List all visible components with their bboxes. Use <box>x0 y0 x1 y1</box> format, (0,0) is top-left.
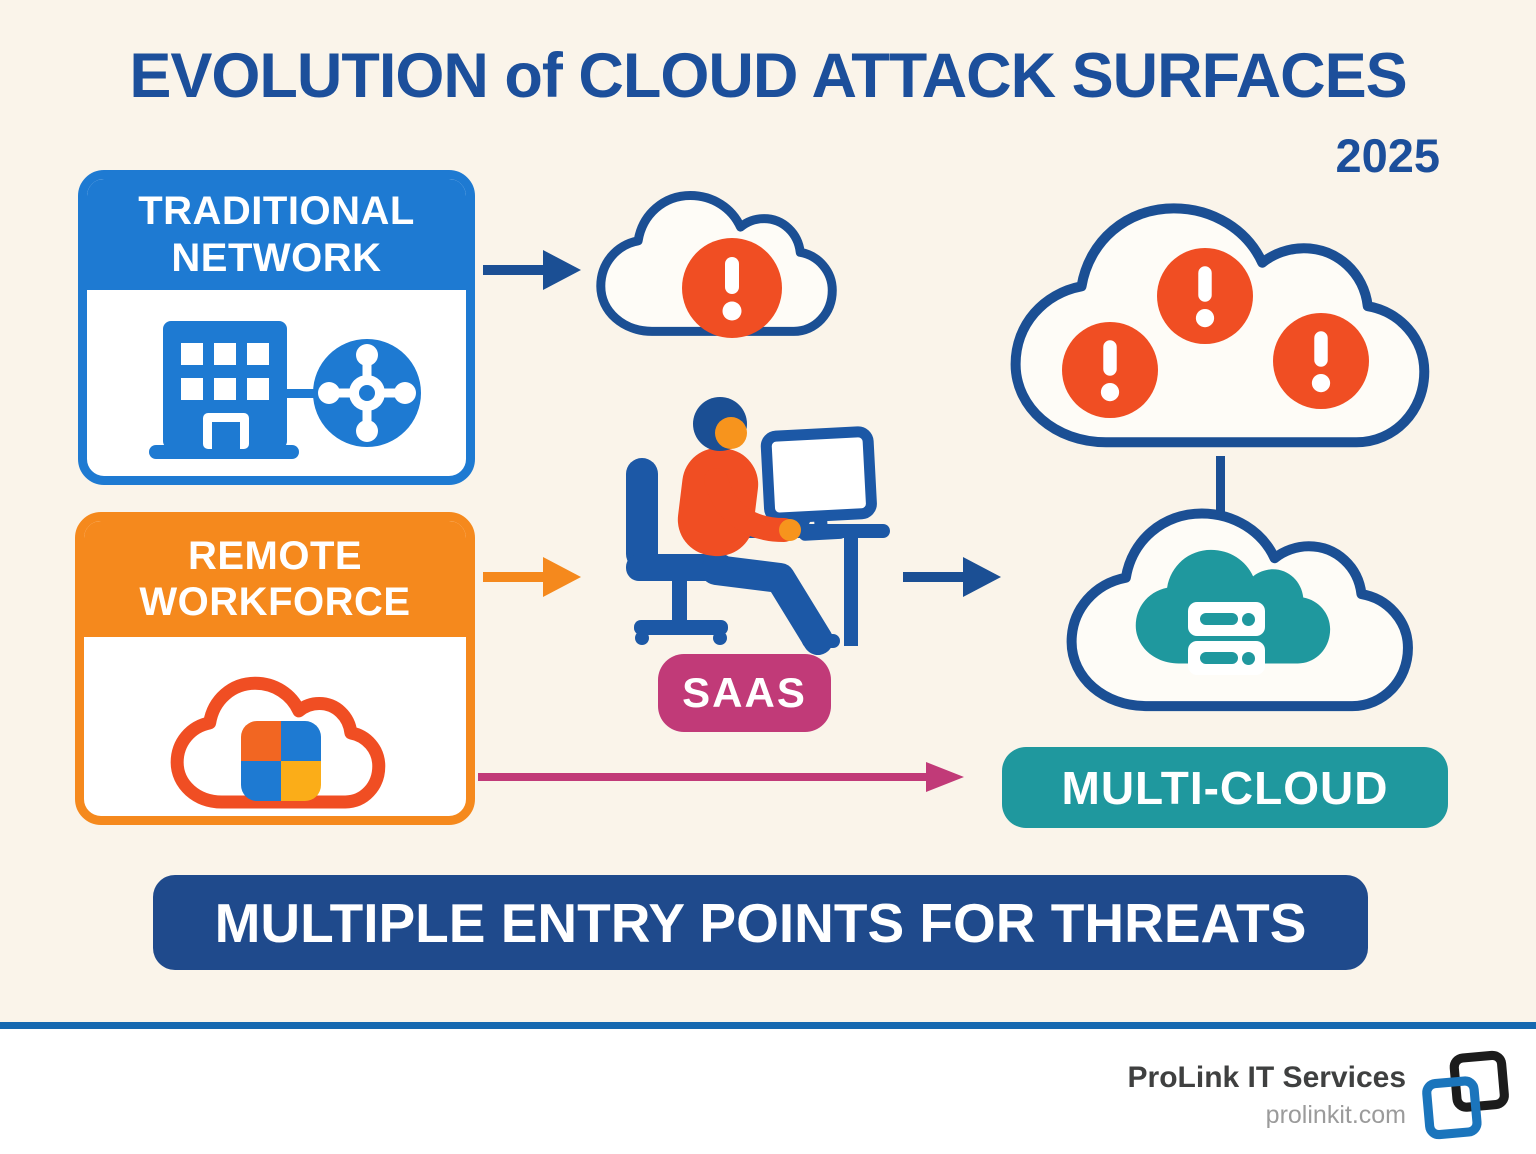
prolink-logo-icon <box>1422 1050 1509 1140</box>
network-hub-icon <box>313 339 421 447</box>
remote-workforce-body <box>84 637 466 825</box>
warning-icon <box>682 238 782 338</box>
traditional-network-label-line1: TRADITIONAL <box>138 189 415 234</box>
footer: ProLink IT Services prolinkit.com <box>0 1029 1536 1154</box>
traditional-network-body <box>87 290 466 476</box>
warning-icon <box>1273 313 1369 409</box>
server-led <box>1242 652 1255 665</box>
worker-legs <box>701 555 833 655</box>
footer-text-block: ProLink IT Services prolinkit.com <box>1128 1061 1406 1130</box>
arrow-worker-to-multicloud <box>903 557 1001 597</box>
building-icon <box>149 321 299 459</box>
server-led <box>1242 613 1255 626</box>
warning-icon <box>1157 248 1253 344</box>
year-label: 2025 <box>1335 129 1440 182</box>
server-slot <box>1200 652 1238 664</box>
worker-face <box>715 417 747 449</box>
threat-banner: MULTIPLE ENTRY POINTS FOR THREATS <box>153 875 1368 970</box>
building-hub-connector <box>287 389 315 398</box>
app-grid-cell-blue-top <box>281 721 321 761</box>
footer-website: prolinkit.com <box>1265 1101 1406 1129</box>
multicloud-label: MULTI-CLOUD <box>1061 761 1389 814</box>
warning-icon <box>1062 322 1158 418</box>
server-slot <box>1200 613 1238 625</box>
arrow-remote-to-multicloud <box>478 762 964 792</box>
app-grid-cell-orange <box>241 721 281 761</box>
footer-company-name: ProLink IT Services <box>1127 1061 1406 1094</box>
server-rack-row <box>1188 602 1265 636</box>
saas-label: SAAS <box>682 669 807 716</box>
server-rack-row <box>1188 641 1265 675</box>
threat-banner-label: MULTIPLE ENTRY POINTS FOR THREATS <box>214 891 1307 954</box>
worker-arm <box>704 468 796 542</box>
remote-workforce-card: REMOTE WORKFORCE <box>75 512 475 825</box>
saas-badge: SAAS <box>658 654 831 732</box>
remote-worker-icon <box>626 397 890 655</box>
traditional-network-card: TRADITIONAL NETWORK <box>78 170 475 485</box>
multicloud-badge: MULTI-CLOUD <box>1002 747 1448 828</box>
traditional-network-header: TRADITIONAL NETWORK <box>87 179 466 290</box>
cloud-connector-line <box>1216 456 1225 512</box>
traditional-network-label-line2: NETWORK <box>171 235 382 280</box>
building-network-icon <box>149 321 421 459</box>
footer-divider <box>0 1022 1536 1029</box>
worker-foot <box>802 634 840 648</box>
app-grid-cell-amber <box>281 761 321 801</box>
remote-workforce-label-line1: REMOTE <box>187 533 363 578</box>
arrow-traditional-to-cloud <box>483 250 581 290</box>
app-grid-icon <box>241 721 321 801</box>
app-grid-cell-blue-bottom <box>241 761 281 801</box>
worker-hand <box>779 519 801 541</box>
page-title: EVOLUTION of CLOUD ATTACK SURFACES <box>129 41 1407 111</box>
remote-workforce-label-line2: WORKFORCE <box>139 580 411 624</box>
monitor-icon <box>760 426 877 541</box>
arrow-remote-to-worker <box>483 557 581 597</box>
remote-workforce-header: REMOTE WORKFORCE <box>84 521 466 637</box>
